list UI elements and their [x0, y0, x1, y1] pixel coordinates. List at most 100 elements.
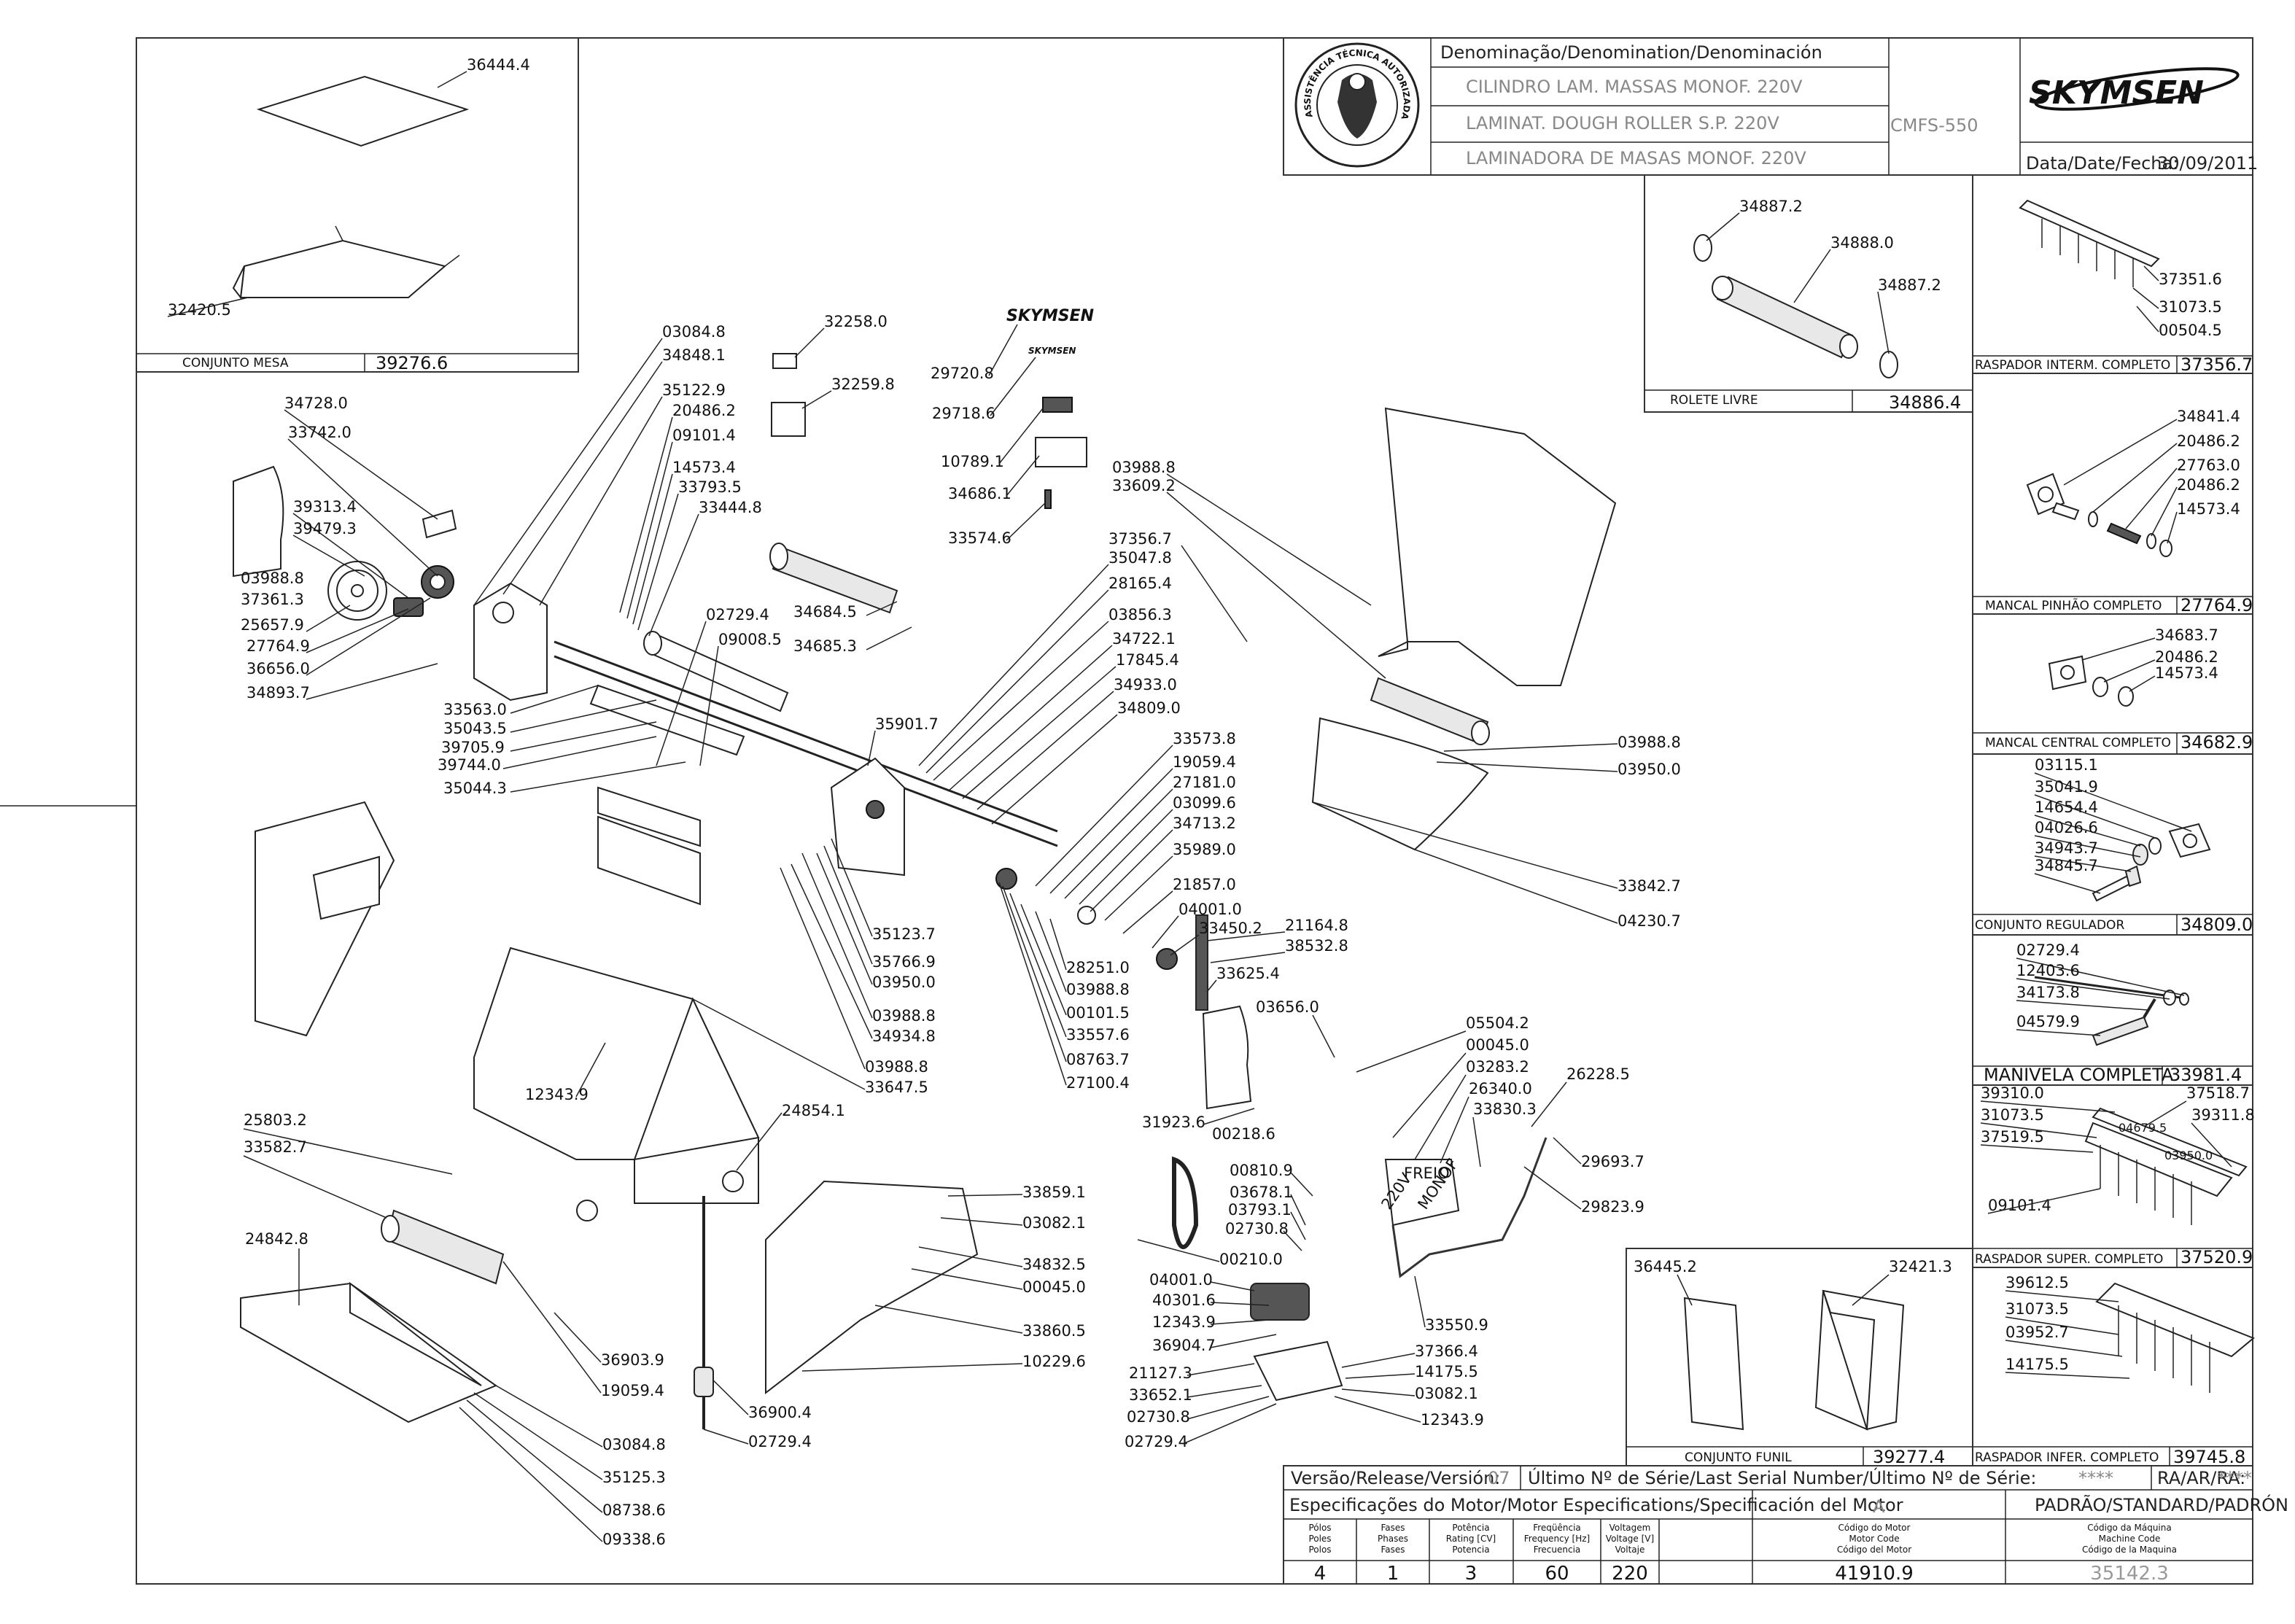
- part-label: 34683.7: [2155, 626, 2218, 644]
- part-label: 34684.5: [793, 603, 857, 621]
- part-label: 03115.1: [2035, 756, 2098, 774]
- part-label: 20486.2: [2177, 476, 2240, 494]
- subassembly-code: 37356.7: [2181, 354, 2253, 375]
- part-label: 00218.6: [1212, 1125, 1275, 1143]
- part-label: 03084.8: [602, 1436, 666, 1453]
- part-label: 03988.8: [1066, 981, 1130, 998]
- part-label: 12343.9: [1152, 1313, 1216, 1331]
- last-serial-label: Último Nº de Série/Last Serial Number/Úl…: [1528, 1466, 2036, 1488]
- col-rating-h1: Potência: [1452, 1523, 1489, 1533]
- ra-label: RA/AR/RA:: [2157, 1468, 2245, 1488]
- part-label: 36656.0: [246, 660, 310, 677]
- name-pt: CILINDRO LAM. MASSAS MONOF. 220V: [1466, 77, 1803, 97]
- panel-mancal-pinhao: 34841.4 20486.2 27763.0 20486.2 14573.4 …: [1972, 373, 2253, 615]
- part-label: 08738.6: [602, 1501, 666, 1519]
- part-label: 02730.8: [1225, 1220, 1289, 1238]
- part-label: 39612.5: [2005, 1274, 2069, 1291]
- part-label: 04230.7: [1618, 912, 1681, 930]
- part-label: 39310.0: [1981, 1084, 2044, 1102]
- part-label: 02730.8: [1127, 1408, 1190, 1426]
- version-value: 07: [1488, 1468, 1510, 1488]
- part-label: 09101.4: [672, 427, 736, 444]
- subassembly-caption: MANCAL PINHÃO COMPLETO: [1985, 597, 2162, 613]
- part-label: 14573.4: [672, 459, 736, 476]
- part-label: 14654.4: [2035, 799, 2098, 816]
- part-label: 33550.9: [1425, 1316, 1488, 1334]
- part-label: 34809.0: [1117, 699, 1181, 717]
- part-label: 36904.7: [1152, 1337, 1216, 1354]
- part-label: 33557.6: [1066, 1026, 1130, 1044]
- part-label: 00045.0: [1466, 1036, 1529, 1054]
- part-label: 10229.6: [1022, 1353, 1086, 1370]
- part-label: 33573.8: [1173, 730, 1236, 747]
- part-label: 09008.5: [718, 631, 782, 648]
- col-phases-h3: Fases: [1381, 1545, 1405, 1555]
- part-label: 34686.1: [948, 485, 1011, 502]
- part-label: 04026.6: [2035, 819, 2098, 836]
- part-label: 21127.3: [1129, 1364, 1192, 1382]
- part-label: 03950.0: [872, 974, 936, 991]
- part-label: 33647.5: [865, 1079, 928, 1096]
- part-label: 35766.9: [872, 953, 936, 971]
- name-es: LAMINADORA DE MASAS MONOF. 220V: [1466, 148, 1806, 168]
- machine-code-value: 35142.3: [2090, 1563, 2169, 1585]
- part-label: 28251.0: [1066, 959, 1130, 976]
- part-label: 04679.5: [2119, 1121, 2167, 1135]
- part-label: 33793.5: [678, 478, 742, 496]
- part-label: 20486.2: [2177, 432, 2240, 450]
- part-label: 35047.8: [1108, 549, 1172, 567]
- part-label: 24842.8: [245, 1230, 308, 1248]
- subassembly-caption: CONJUNTO MESA: [182, 356, 289, 370]
- part-label: 03988.8: [865, 1058, 928, 1076]
- part-label: 03678.1: [1230, 1184, 1293, 1201]
- part-label: 08763.7: [1066, 1051, 1130, 1068]
- ra-value: ****: [2217, 1468, 2252, 1488]
- part-label: 34934.8: [872, 1027, 936, 1045]
- part-label: 24854.1: [782, 1102, 845, 1119]
- part-label: 33563.0: [443, 701, 507, 718]
- subassembly-caption: MANCAL CENTRAL COMPLETO: [1985, 736, 2171, 750]
- panel-conjunto-mesa: 36444.4 32420.5 CONJUNTO MESA 39276.6: [136, 37, 579, 373]
- subassembly-caption: RASPADOR SUPER. COMPLETO: [1975, 1252, 2163, 1267]
- part-label: 19059.4: [1173, 753, 1236, 771]
- part-label: 34887.2: [1739, 198, 1803, 215]
- part-label: 34848.1: [662, 346, 726, 364]
- subassembly-caption: RASPADOR INTERM. COMPLETO: [1975, 358, 2170, 373]
- part-label: 35901.7: [875, 715, 939, 733]
- frequency-value: 60: [1545, 1563, 1569, 1585]
- part-label: 03988.8: [1112, 459, 1176, 476]
- motor-spec-label: Especificações do Motor/Motor Especifica…: [1289, 1495, 1903, 1515]
- part-label: 34722.1: [1112, 630, 1176, 648]
- part-label: 14573.4: [2155, 664, 2218, 682]
- sticker-brand-logo: SKYMSEN: [1006, 307, 1094, 325]
- subassembly-caption: CONJUNTO REGULADOR: [1975, 918, 2124, 933]
- part-label: 34845.7: [2035, 857, 2098, 874]
- part-label: 35041.9: [2035, 778, 2098, 796]
- motor-box-text: FREIO: [1404, 1165, 1450, 1182]
- part-label: 04579.9: [2016, 1013, 2080, 1030]
- part-label: 34933.0: [1114, 676, 1177, 693]
- footer-spec-table: Versão/Release/Versión: 07 Último Nº de …: [1283, 1465, 2288, 1585]
- part-label: 33609.2: [1112, 477, 1176, 494]
- col-rating-h3: Potencia: [1452, 1545, 1489, 1555]
- brand-name: SKYMSEN: [2029, 74, 2204, 112]
- part-label: 39705.9: [441, 739, 505, 756]
- part-label: 34713.2: [1173, 815, 1236, 832]
- part-label: 12403.6: [2016, 962, 2080, 979]
- col-frequency-h1: Freqüência: [1533, 1523, 1581, 1533]
- col-machine-code-h3: Código de la Maquina: [2082, 1545, 2177, 1555]
- part-label: 03656.0: [1256, 998, 1319, 1016]
- part-label: 33652.1: [1129, 1386, 1192, 1404]
- part-label: 12343.9: [1421, 1411, 1484, 1429]
- part-label: 00810.9: [1230, 1162, 1293, 1179]
- part-label: 32421.3: [1889, 1258, 1952, 1275]
- part-label: 09338.6: [602, 1531, 666, 1548]
- part-label: 29823.9: [1581, 1198, 1644, 1216]
- panel-mancal-central: 34683.7 20486.2 14573.4 MANCAL CENTRAL C…: [1972, 613, 2253, 755]
- standard-label: PADRÃO/STANDARD/PADRÓN: [2035, 1493, 2288, 1515]
- part-label: 00101.5: [1066, 1004, 1130, 1022]
- part-label: 03283.2: [1466, 1058, 1529, 1076]
- part-label: 35989.0: [1173, 841, 1236, 858]
- voltage-letter: A: [1873, 1496, 1885, 1517]
